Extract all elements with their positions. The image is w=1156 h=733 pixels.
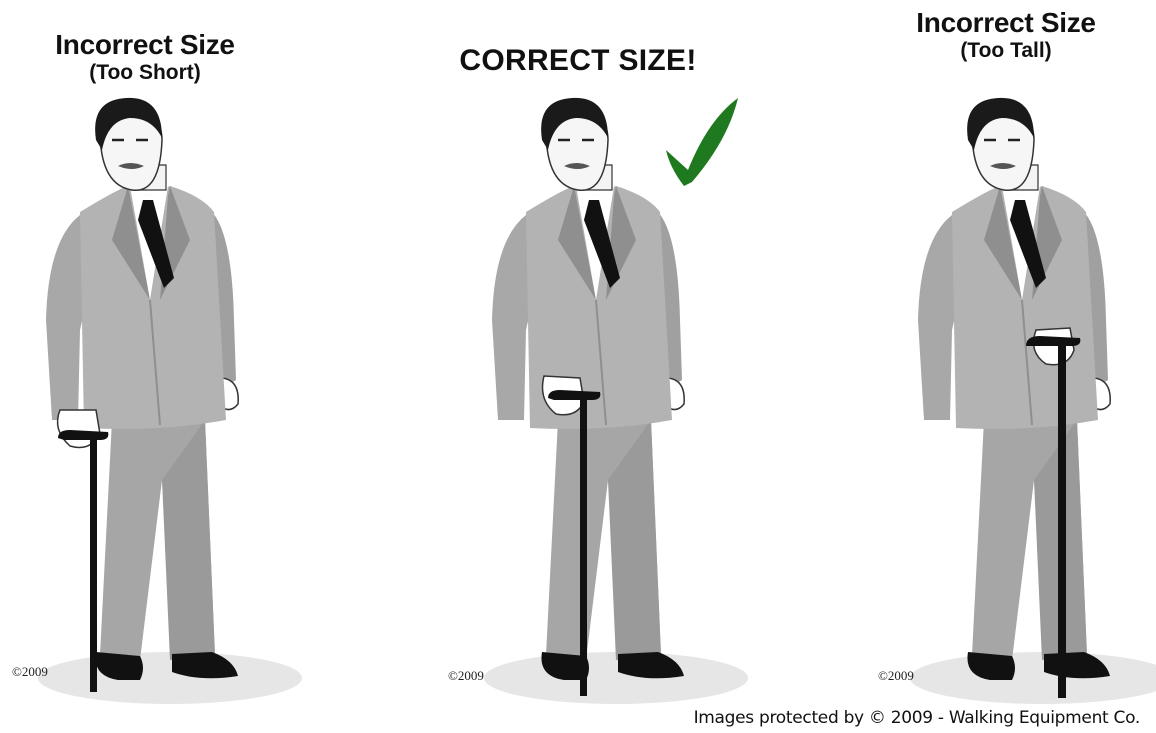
checkmark-icon: [666, 98, 738, 186]
copyright-mark: ©2009: [448, 668, 484, 684]
copyright-mark: ©2009: [878, 668, 914, 684]
image-credit: Images protected by © 2009 - Walking Equ…: [694, 708, 1140, 728]
man-with-correct-cane-illustration: [388, 0, 768, 733]
man-with-tall-cane-illustration: [776, 0, 1156, 733]
panel-correct-size: CORRECT SIZE! ©2009: [388, 0, 768, 733]
man-with-short-cane-illustration: [0, 0, 380, 733]
copyright-mark: ©2009: [12, 664, 48, 680]
panel-too-short: Incorrect Size (Too Short) ©2009: [0, 0, 380, 733]
panel-too-tall: Incorrect Size (Too Tall) ©2009: [776, 0, 1156, 733]
